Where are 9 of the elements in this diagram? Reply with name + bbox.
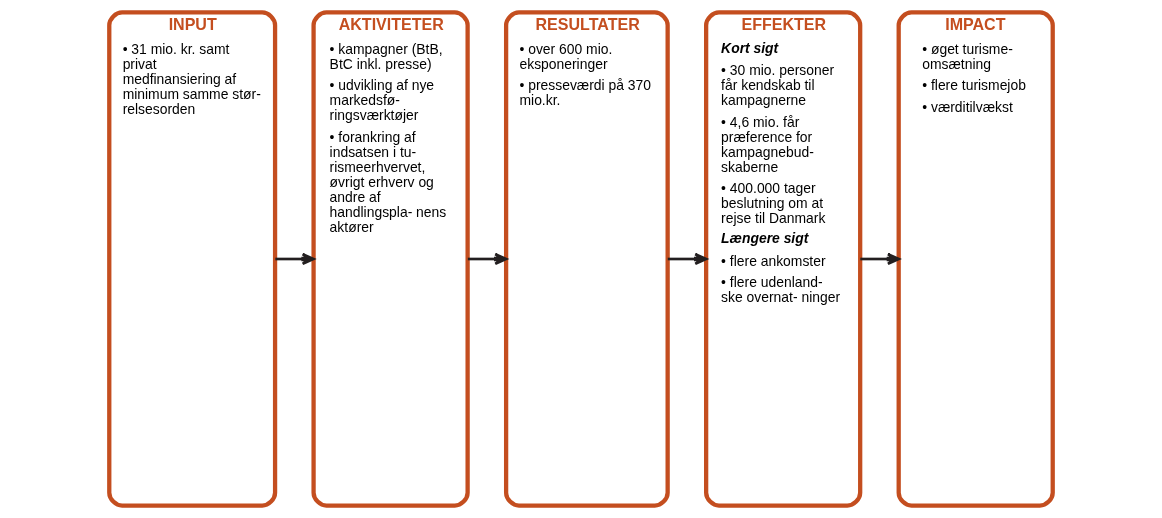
arrow: [667, 252, 708, 266]
node-box: IMPACT • øget turisme- omsætning • flere turismejob • værditilvækst: [896, 10, 1055, 508]
arrow: [467, 252, 508, 266]
node-box: EFFEKTER Kort sigt • 30 mio. personer får kendskab til kampagnerne • 4,6 mio. får præference for kampagnebud- skaberne • 400.000 tager beslutning om at rejse til Danmark Længere sigt • flere ankomster • flere udenland- ske overnat- ninger: [704, 10, 863, 508]
node-box: INPUT • 31 mio. kr. samt privat medfinansiering af minimum samme stør- relsesorden: [107, 10, 278, 508]
arrow: [860, 252, 901, 266]
arrow: [275, 252, 315, 266]
node-box: RESULTATER • over 600 mio. eksponeringer • presseværdi på 370 mio.kr.: [504, 10, 670, 508]
node-box: AKTIVITETER • kampagner (BtB, BtC inkl. presse) • udvikling af nye markedsfø- ringsværktøjer • forankring af indsatsen i tu- rismeerhvervet, øvrigt erhverv og andre af handlingspla- nens aktører: [311, 10, 470, 508]
